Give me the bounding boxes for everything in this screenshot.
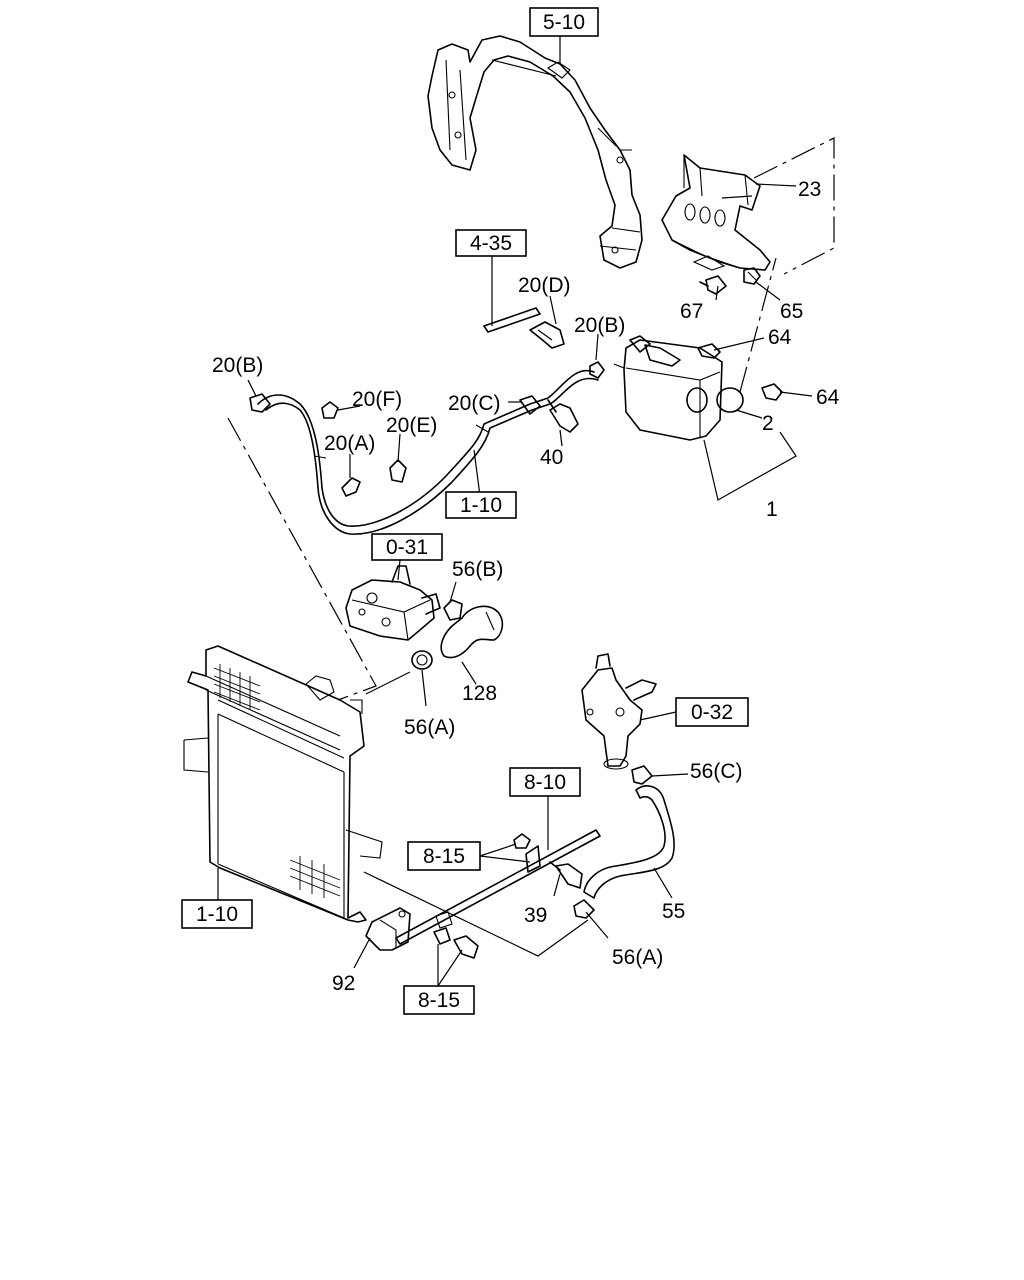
callout-1: 1: [766, 498, 778, 521]
ref-4-35-label: 4-35: [470, 232, 512, 255]
ref-0-31-label: 0-31: [386, 536, 428, 559]
breather-pipe: [483, 307, 541, 333]
clamp-20b-right: [589, 361, 605, 379]
ref-1-10-bottom[interactable]: 1-10: [181, 899, 253, 929]
callout-64-upper: 64: [768, 326, 792, 349]
hose-55: [583, 785, 675, 899]
callout-65: 65: [780, 300, 803, 323]
reserve-tank: [613, 335, 723, 441]
callout-55: 55: [662, 900, 685, 923]
callout-20b-right: 20(B): [574, 314, 625, 337]
callout-56b: 56(B): [452, 558, 503, 581]
radiator: [183, 645, 383, 923]
frame-bracket: [427, 35, 643, 269]
ref-1-10-top-label: 1-10: [460, 494, 502, 517]
callout-2: 2: [762, 412, 774, 435]
clamp-20b-left: [249, 393, 271, 413]
callout-23: 23: [798, 178, 821, 201]
bolt-64-left: [697, 343, 721, 359]
bolt-64-right: [761, 383, 783, 401]
callout-56a-top: 56(A): [404, 716, 455, 739]
clip-20d: [529, 321, 565, 349]
callout-labels: 23 65 67 64 64 2 1 40 20(D) 20(B) 20(C) …: [212, 178, 840, 995]
leader-lines: [217, 36, 835, 987]
ref-1-10-bottom-label: 1-10: [196, 903, 238, 926]
callout-128: 128: [462, 682, 497, 705]
ref-8-10-label: 8-10: [524, 771, 566, 794]
clamp-56c: [631, 765, 653, 785]
ref-4-35[interactable]: 4-35: [455, 229, 527, 257]
ref-8-15-top-label: 8-15: [423, 845, 465, 868]
callout-64-right: 64: [816, 386, 840, 409]
ref-0-32-label: 0-32: [691, 701, 733, 724]
clamp-56a-bottom: [573, 899, 595, 919]
ref-5-10-label: 5-10: [543, 11, 585, 34]
pipe-bracket-lower: [433, 927, 479, 959]
ref-8-10[interactable]: 8-10: [509, 767, 581, 797]
thermostat-housing-upper: [345, 565, 441, 641]
callout-20a: 20(A): [324, 432, 375, 455]
bolt-65: [743, 267, 761, 285]
callout-39: 39: [524, 904, 547, 927]
ref-8-15-bottom[interactable]: 8-15: [403, 985, 475, 1015]
callout-56c: 56(C): [690, 760, 743, 783]
ref-0-31[interactable]: 0-31: [371, 533, 443, 561]
clamp-56b: [443, 599, 463, 621]
ref-1-10-top[interactable]: 1-10: [445, 491, 517, 519]
clip-20a: [341, 477, 361, 497]
clip-20e: [389, 459, 407, 483]
callout-20b-left: 20(B): [212, 354, 263, 377]
callout-92: 92: [332, 972, 355, 995]
callout-20f: 20(F): [352, 388, 402, 411]
bracket-92: [365, 907, 411, 951]
callout-20e: 20(E): [386, 414, 437, 437]
callout-20d: 20(D): [518, 274, 571, 297]
ref-5-10[interactable]: 5-10: [529, 7, 599, 37]
callout-56a-bottom: 56(A): [612, 946, 663, 969]
lower-pipe: [395, 829, 601, 945]
callout-20c: 20(C): [448, 392, 501, 415]
pipe-bracket-upper: [513, 833, 541, 873]
tank-bracket: [661, 154, 771, 271]
water-outlet-housing: [581, 653, 657, 770]
callout-67: 67: [680, 300, 703, 323]
tank-cap: [716, 387, 744, 413]
bolt-40: [547, 399, 579, 433]
clip-20f: [321, 401, 339, 419]
hose-128: [440, 605, 504, 659]
callout-40: 40: [540, 446, 563, 469]
ref-0-32[interactable]: 0-32: [675, 697, 749, 727]
clamp-20c: [519, 395, 541, 415]
ref-8-15-bottom-label: 8-15: [418, 989, 460, 1012]
ref-8-15-top[interactable]: 8-15: [407, 841, 481, 871]
bolt-39: [549, 861, 583, 889]
clamp-56a-top: [411, 650, 433, 670]
bolt-67: [699, 275, 727, 295]
